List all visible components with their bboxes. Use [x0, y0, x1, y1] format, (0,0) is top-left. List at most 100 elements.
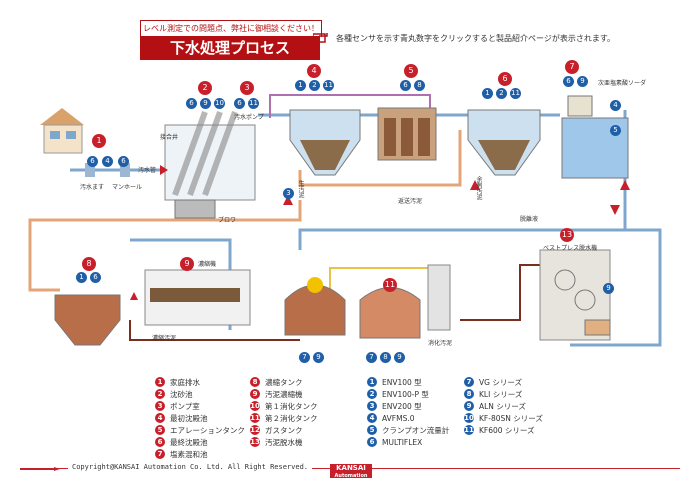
sensor-9-grit[interactable]: 9: [200, 98, 211, 109]
legend-label: 最初沈殿池: [170, 413, 208, 423]
sensor-1-final[interactable]: 1: [482, 88, 493, 99]
label-thick-sludge: 濃縮汚泥: [152, 335, 177, 342]
legend-number: 1: [367, 377, 377, 387]
legend-number: 7: [464, 377, 474, 387]
legend-label: VG シリーズ: [479, 377, 522, 387]
sensor-6-chlorine[interactable]: 6: [563, 76, 574, 87]
legend-label: KF-80SN シリーズ: [479, 413, 543, 423]
logo-top: KANSAI: [336, 464, 366, 472]
digester-2: [359, 287, 421, 339]
legend-label: 汚泥脱水機: [265, 437, 303, 447]
pipe-gas: [269, 94, 431, 118]
legend-label: ガスタンク: [265, 425, 303, 435]
process-marker-2: 2: [198, 81, 212, 95]
legend-label: 沈砂池: [170, 389, 193, 399]
sensor-6-aeration[interactable]: 6: [400, 80, 411, 91]
process-marker-11: 11: [383, 278, 397, 292]
legend-item[interactable]: 2 ENV100-P 型: [367, 388, 449, 400]
legend-item: 9 汚泥濃縮機: [250, 388, 318, 400]
sensor-1-thickening[interactable]: 1: [76, 272, 87, 283]
legend-number: 5: [367, 425, 377, 435]
legend-number: 10: [464, 413, 474, 423]
house: [40, 108, 84, 154]
process-marker-5: 5: [404, 64, 418, 78]
legend-label: 第２消化タンク: [265, 413, 318, 423]
pipe-return: [298, 130, 462, 187]
sensor-5-chlorine[interactable]: 5: [610, 125, 621, 136]
legend-number: 9: [250, 389, 260, 399]
legend-label: MULTIFLEX: [382, 437, 423, 447]
legend-number: 8: [250, 377, 260, 387]
sensor-8-aeration[interactable]: 8: [414, 80, 425, 91]
label-thickener: 濃縮機: [198, 261, 217, 268]
header-tagline: レベル測定での問題点、弊社に御相談ください！: [140, 20, 322, 37]
sensor-2-primary[interactable]: 2: [309, 80, 320, 91]
sensor-4-chlorine[interactable]: 4: [610, 100, 621, 111]
sensor-10-grit[interactable]: 10: [214, 98, 225, 109]
legend-label: ENV100-P 型: [382, 389, 429, 399]
sensor-6-pump[interactable]: 6: [234, 98, 245, 109]
sensor-7-digester1[interactable]: 7: [299, 352, 310, 363]
sensor-2-final[interactable]: 2: [496, 88, 507, 99]
legend-number: 2: [367, 389, 377, 399]
label-blower: ブロワ: [218, 217, 237, 224]
legend-item[interactable]: 10 KF-80SN シリーズ: [464, 412, 543, 424]
label-sewer-pipe: 汚水管: [138, 167, 157, 174]
legend-number: 12: [250, 425, 260, 435]
legend-label: 汚泥濃縮機: [265, 389, 303, 399]
instruction-note: 各種センサを示す青丸数字をクリックすると製品紹介ページが表示されます。: [336, 34, 616, 43]
pipe-loop-orange: [28, 200, 302, 292]
legend-number: 3: [155, 401, 165, 411]
legend-label: ポンプ室: [170, 401, 200, 411]
logo-bottom: Automation: [334, 473, 368, 479]
sensor-7-digester2[interactable]: 7: [366, 352, 377, 363]
legend-item[interactable]: 7 VG シリーズ: [464, 376, 543, 388]
footer-arrow-icon: [20, 467, 60, 471]
sensor-8-digester2[interactable]: 8: [380, 352, 391, 363]
sensor-9-chlorine[interactable]: 9: [577, 76, 588, 87]
process-marker-4: 4: [307, 64, 321, 78]
process-marker-8: 8: [82, 257, 96, 271]
process-marker-9: 9: [180, 257, 194, 271]
sensor-3-pump[interactable]: 3: [283, 188, 294, 199]
sensor-11-final[interactable]: 11: [510, 88, 521, 99]
sensor-9-digester2[interactable]: 9: [394, 352, 405, 363]
legend-number: 9: [464, 401, 474, 411]
pointer-icon: [313, 33, 328, 43]
label-belt-press: ベストプレス脱水機: [543, 245, 598, 252]
sensor-6-house[interactable]: 6: [87, 156, 98, 167]
sensor-4-house[interactable]: 4: [102, 156, 113, 167]
sensor-1-primary[interactable]: 1: [295, 80, 306, 91]
label-sewer-main: 汚水ます: [80, 184, 105, 191]
label-raw-sludge: 生汚泥: [297, 180, 304, 198]
legend-label: AVFMS.0: [382, 413, 415, 423]
sensor-11-primary[interactable]: 11: [323, 80, 334, 91]
sensor-9-belt[interactable]: 9: [603, 283, 614, 294]
legend-number: 6: [155, 437, 165, 447]
sensor-6-manhole[interactable]: 6: [118, 156, 129, 167]
footer-copyright: Copyright@KANSAI Automation Co. Ltd. All…: [68, 463, 313, 471]
sensor-6-grit[interactable]: 6: [186, 98, 197, 109]
sensor-11-pump[interactable]: 11: [248, 98, 259, 109]
sensor-9-digester1[interactable]: 9: [313, 352, 324, 363]
legend-label: 第１消化タンク: [265, 401, 318, 411]
legend-number: 7: [155, 449, 165, 459]
sensor-6-thickening[interactable]: 6: [90, 272, 101, 283]
